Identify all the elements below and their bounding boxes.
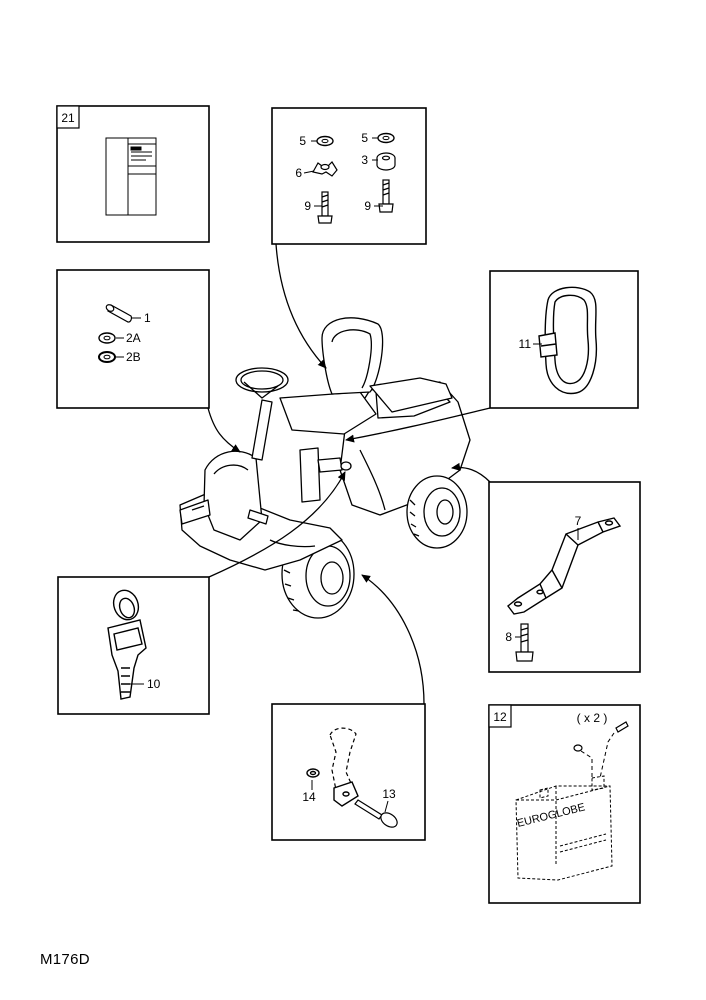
battery-terminal-bolt-icon <box>573 721 629 752</box>
bump-stop-icon <box>538 286 598 395</box>
spacer-icon <box>376 152 396 171</box>
washer-icon <box>316 135 334 147</box>
panel-manual: 21 <box>56 105 210 243</box>
panel-number-12: 12 <box>493 710 507 724</box>
label-5: 5 <box>361 131 368 145</box>
label-13: 13 <box>382 787 396 801</box>
drawing-code: M176D <box>40 951 90 968</box>
key-icon <box>107 589 147 700</box>
panel-battery: 12 ( x 2 ) EUROGLOBE <box>488 704 641 904</box>
panel-key: 10 <box>57 576 210 715</box>
label-2B: 2B <box>126 350 141 364</box>
ride-on-mower-illustration <box>179 317 471 619</box>
label-3: 3 <box>361 153 368 167</box>
bolt-icon <box>378 179 394 213</box>
label-9: 9 <box>304 199 311 213</box>
nut-icon <box>306 768 320 778</box>
bolt-icon <box>354 799 398 828</box>
label-1: 1 <box>144 311 151 325</box>
label-7: 7 <box>575 514 582 528</box>
bolt-icon <box>317 191 333 224</box>
clamp-icon <box>333 781 359 807</box>
wheel-icon <box>406 475 468 549</box>
washer-icon <box>98 332 116 344</box>
pedal-arm-icon <box>329 727 357 801</box>
panel-bracket: 7 8 <box>488 481 641 673</box>
label-5: 5 <box>299 134 306 148</box>
label-6: 6 <box>295 166 302 180</box>
panel-bump-stop: 11 <box>489 270 639 409</box>
panel-seat-fasteners: 5 6 9 5 3 9 <box>271 107 427 245</box>
panel-number-21: 21 <box>61 111 75 125</box>
bolt-icon <box>515 623 534 662</box>
washer-icon <box>377 132 395 144</box>
panel-pins: 1 2A 2B <box>56 269 210 409</box>
label-9: 9 <box>364 199 371 213</box>
label-8: 8 <box>505 630 512 644</box>
label-10: 10 <box>147 677 161 691</box>
label-2A: 2A <box>126 331 141 345</box>
battery-icon <box>515 775 613 881</box>
manual-booklet-icon <box>105 137 157 216</box>
wing-nut-icon <box>312 161 338 177</box>
quantity-note: ( x 2 ) <box>577 711 608 725</box>
leader-lines <box>207 243 491 705</box>
label-11: 11 <box>519 337 532 351</box>
bracket-icon <box>507 517 622 615</box>
panel-pedal: 14 13 <box>271 703 426 841</box>
lock-washer-icon <box>98 351 116 363</box>
pin-icon <box>105 304 132 323</box>
label-14: 14 <box>302 790 316 804</box>
